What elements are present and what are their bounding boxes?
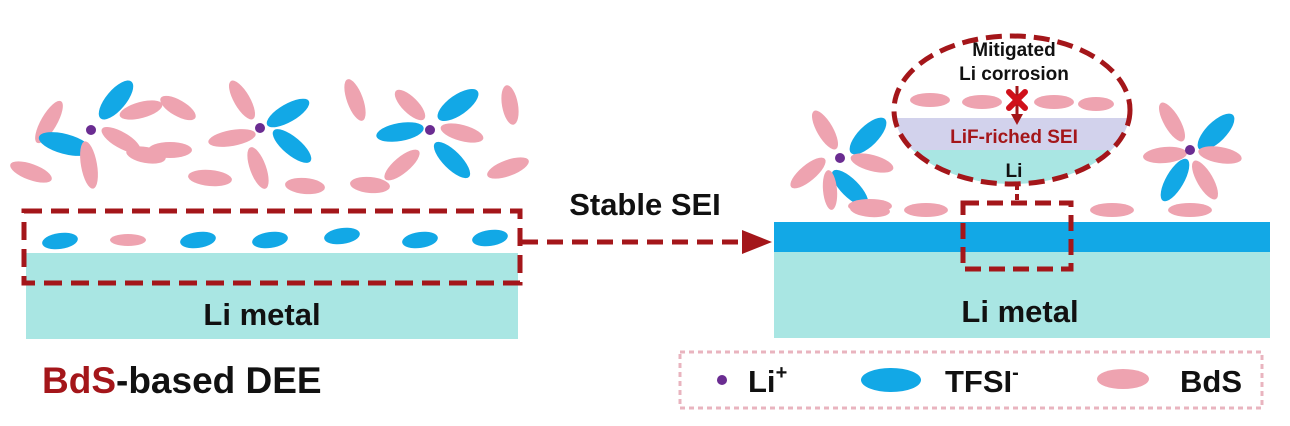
zoom-sei-label: LiF-riched SEI	[950, 127, 1078, 148]
zoom-title-line1: Mitigated	[972, 40, 1055, 61]
solvation-cluster	[344, 79, 529, 194]
interface-highlight-box	[21, 208, 523, 286]
zoom-inset-border	[891, 33, 1133, 187]
legend-label: BdS	[1180, 364, 1242, 399]
legend-item-bds: BdS	[1097, 364, 1242, 399]
arrow-label: Stable SEI	[569, 187, 721, 222]
electrolyte-caption: BdS-based DEE	[42, 360, 322, 401]
surface-bds-molecules	[848, 199, 1134, 217]
legend-item-li-ion: Li+	[717, 362, 787, 399]
solvation-cluster	[1143, 102, 1242, 217]
svg-text:Li+: Li+	[748, 362, 787, 399]
svg-text:TFSI-: TFSI-	[945, 362, 1019, 399]
li-metal-substrate-left	[26, 253, 518, 339]
tfsi-swatch	[861, 368, 921, 392]
solvation-cluster	[10, 80, 166, 189]
zoom-bds-molecules	[910, 93, 1114, 111]
li-metal-label-right: Li metal	[961, 294, 1078, 329]
transition-arrow	[522, 230, 772, 254]
legend-label: TFSI	[945, 364, 1012, 399]
li-ion-swatch	[717, 375, 727, 385]
sei-layer	[774, 222, 1270, 252]
legend-item-tfsi: TFSI-	[861, 362, 1019, 399]
legend-label: Li	[748, 364, 776, 399]
solvation-cluster	[148, 80, 325, 195]
svg-text:BdS: BdS	[1180, 364, 1242, 399]
blocked-cross-icon	[1006, 89, 1028, 111]
zoom-li-label: Li	[1006, 161, 1023, 182]
zoom-sei-band	[894, 118, 1130, 150]
zoom-inset: Mitigated Li corrosion LiF-riched SEI Li	[891, 33, 1133, 187]
li-metal-label-left: Li metal	[203, 297, 320, 332]
legend-frame	[678, 350, 1264, 410]
legend: Li+ TFSI- BdS	[678, 350, 1264, 410]
left-interface-ions	[42, 227, 508, 250]
li-metal-substrate-right	[774, 251, 1270, 338]
legend-sup: +	[776, 362, 788, 384]
zoom-selection-box	[960, 200, 1074, 272]
left-solvation-clusters	[10, 79, 529, 195]
bds-swatch	[1097, 369, 1149, 389]
zoom-title-line2: Li corrosion	[959, 64, 1069, 85]
legend-sup: -	[1012, 362, 1019, 384]
